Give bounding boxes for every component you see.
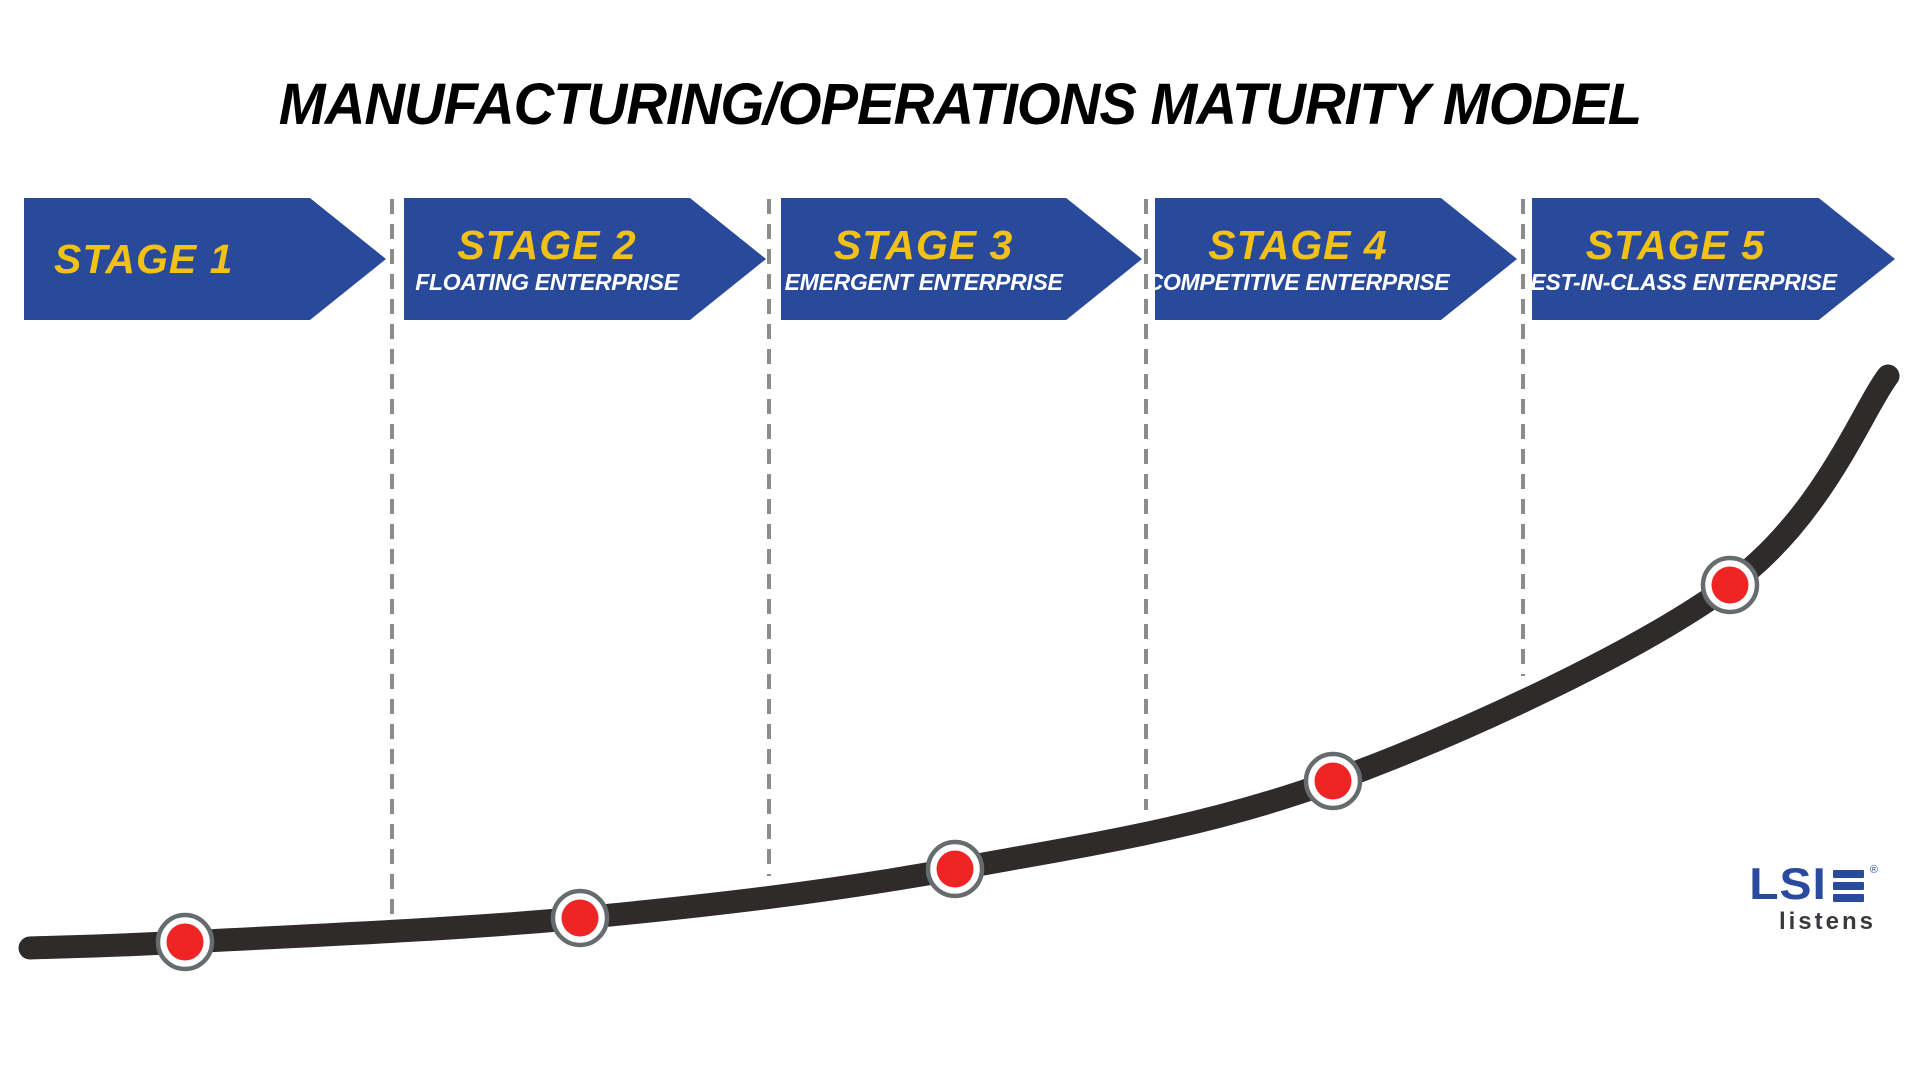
- milestone-dot-1: [155, 912, 215, 972]
- stage-4-label: STAGE 4: [1208, 222, 1388, 269]
- stage-banner-2: STAGE 2 FLOATING ENTERPRISE: [404, 198, 766, 320]
- stage-3-label: STAGE 3: [833, 222, 1014, 269]
- stage-separators: [390, 199, 1525, 916]
- milestone-dots: [155, 555, 1760, 972]
- lsi-wordmark: LSI: [1749, 860, 1827, 909]
- stage-1-label: STAGE 1: [54, 235, 234, 282]
- stage-2-label: STAGE 2: [457, 222, 637, 269]
- lsi-logo-row: LSI ®: [1668, 860, 1878, 909]
- milestone-dot-3: [925, 839, 985, 899]
- registered-trademark-mark: ®: [1869, 864, 1878, 876]
- stage-banner-2-content: STAGE 2 FLOATING ENTERPRISE: [404, 223, 690, 294]
- stage-banner-5: STAGE 5 BEST-IN-CLASS ENTERPRISE: [1532, 198, 1895, 320]
- stage-4-subtitle: COMPETITIVE ENTERPRISE: [1146, 268, 1450, 295]
- stage-5-subtitle: BEST-IN-CLASS ENTERPRISE: [1514, 268, 1837, 295]
- stage-banner-4: STAGE 4 COMPETITIVE ENTERPRISE: [1155, 198, 1517, 320]
- stage-banner-1-content: STAGE 1: [24, 235, 386, 282]
- milestone-dot-4: [1303, 751, 1363, 811]
- lsi-tagline: listens: [1778, 908, 1876, 936]
- lsi-logo: LSI ® listens: [1668, 860, 1878, 936]
- milestone-dot-2: [550, 888, 610, 948]
- stage-banner-4-content: STAGE 4 COMPETITIVE ENTERPRISE: [1155, 222, 1450, 294]
- stage-banner-3: STAGE 3 EMERGENT ENTERPRISE: [781, 198, 1142, 320]
- stage-banner-5-content: STAGE 5 BEST-IN-CLASS ENTERPRISE: [1532, 222, 1837, 294]
- milestone-dot-5: [1700, 555, 1760, 615]
- stage-2-subtitle: FLOATING ENTERPRISE: [415, 268, 679, 295]
- stage-banner-3-content: STAGE 3 EMERGENT ENTERPRISE: [781, 223, 1066, 294]
- stage-3-subtitle: EMERGENT ENTERPRISE: [784, 268, 1063, 295]
- stage-5-label: STAGE 5: [1585, 222, 1766, 269]
- three-bars-icon: [1832, 870, 1864, 903]
- page-title: MANUFACTURING/OPERATIONS MATURITY MODEL: [278, 71, 1642, 137]
- stage-banner-1: STAGE 1: [24, 198, 386, 320]
